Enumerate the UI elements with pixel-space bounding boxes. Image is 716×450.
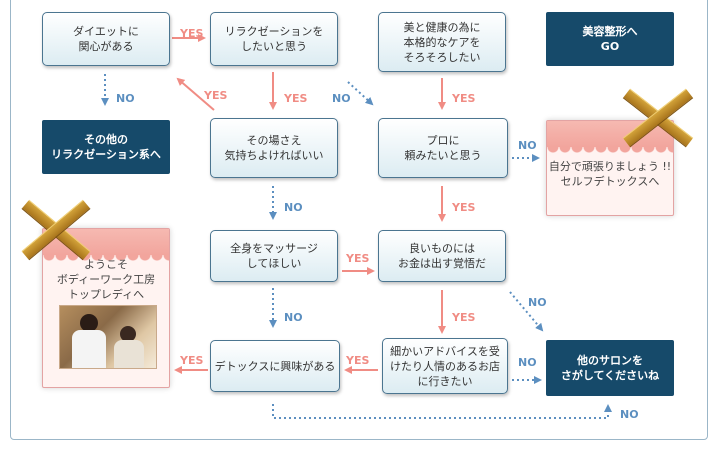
- label-no: NO: [284, 201, 303, 214]
- label-no: NO: [284, 311, 303, 324]
- node-diet: ダイエットに 関心がある: [42, 12, 170, 66]
- label-no: NO: [528, 296, 547, 309]
- node-pro-text: プロに 頼みたいと思う: [404, 134, 482, 162]
- label-yes: YES: [346, 252, 370, 265]
- node-massage-text: 全身をマッサージ してほしい: [230, 242, 318, 270]
- label-yes: YES: [452, 311, 476, 324]
- label-no: NO: [116, 92, 135, 105]
- label-no: NO: [518, 139, 537, 152]
- label-no: NO: [620, 408, 639, 421]
- node-pro: プロに 頼みたいと思う: [378, 118, 508, 178]
- node-other-salon: 他のサロンを さがしてくださいね: [546, 340, 674, 396]
- label-no: NO: [332, 92, 351, 105]
- node-beauty-text: 美と健康の為に 本格的なケアを そろそろしたい: [403, 20, 481, 64]
- goal-card-self-detox: 自分で頑張りましょう !! セルフデトックスへ: [546, 120, 674, 216]
- node-relax-text: リラクゼーションを したいと思う: [224, 25, 324, 53]
- node-massage: 全身をマッサージ してほしい: [210, 230, 338, 282]
- node-self-detox-text: 自分で頑張りましょう !! セルフデトックスへ: [548, 160, 672, 188]
- node-other-salon-text: 他のサロンを さがしてくださいね: [560, 354, 660, 382]
- node-surgery: 美容整形へ GO: [546, 12, 674, 66]
- label-yes: YES: [204, 89, 228, 102]
- node-good-things-text: 良いものには お金は出す覚悟だ: [398, 242, 486, 270]
- node-welcome-text: ようこそ ボディーワーク工房 トップレディへ: [56, 258, 156, 301]
- label-no: NO: [518, 356, 537, 369]
- label-yes: YES: [180, 27, 204, 40]
- label-yes: YES: [180, 354, 204, 367]
- node-beauty: 美と健康の為に 本格的なケアを そろそろしたい: [378, 12, 506, 72]
- node-detox-interest-text: デトックスに興味がある: [214, 359, 336, 373]
- node-relax: リラクゼーションを したいと思う: [210, 12, 338, 66]
- node-other-relax-text: その他の リラクゼーション系へ: [51, 133, 161, 161]
- node-feel-good-text: その場さえ 気持ちよければいい: [224, 134, 324, 162]
- node-diet-text: ダイエットに 関心がある: [73, 25, 139, 53]
- node-advice: 細かいアドバイスを受 けたり人情のあるお店 に行きたい: [382, 338, 508, 394]
- node-other-relax: その他の リラクゼーション系へ: [42, 120, 170, 174]
- node-detox-interest: デトックスに興味がある: [210, 340, 340, 392]
- arrow-detox-no: [272, 404, 612, 419]
- arrow-relax-no: [347, 81, 374, 106]
- photo-icon: [59, 305, 157, 369]
- label-yes: YES: [284, 92, 308, 105]
- arrow-good-no: [509, 291, 544, 332]
- node-surgery-text: 美容整形へ GO: [582, 25, 638, 53]
- node-advice-text: 細かいアドバイスを受 けたり人情のあるお店 に行きたい: [390, 344, 500, 388]
- label-yes: YES: [452, 92, 476, 105]
- arrow-relax-to-diet: [176, 77, 215, 111]
- label-yes: YES: [452, 201, 476, 214]
- node-feel-good: その場さえ 気持ちよければいい: [210, 118, 338, 178]
- label-yes: YES: [346, 354, 370, 367]
- node-good-things: 良いものには お金は出す覚悟だ: [378, 230, 506, 282]
- goal-card-welcome: ようこそ ボディーワーク工房 トップレディへ: [42, 228, 170, 388]
